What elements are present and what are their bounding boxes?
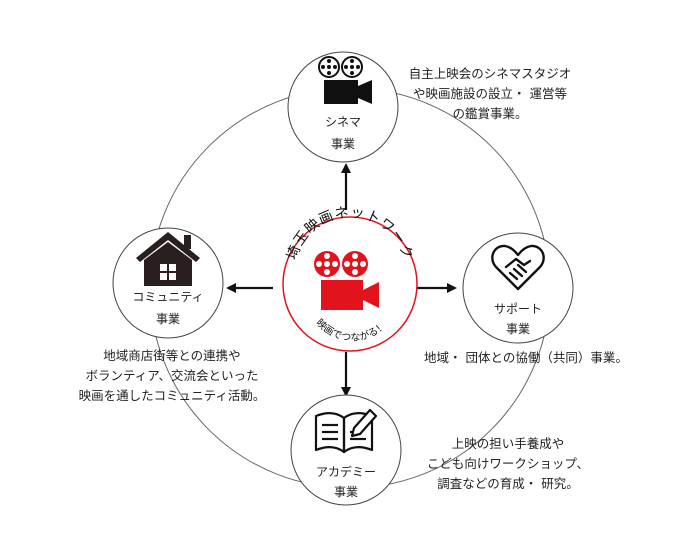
- cinema-label: シネマ 事業: [303, 113, 383, 153]
- support-suffix: 事業: [505, 322, 530, 336]
- community-name: コミュニティ: [132, 290, 204, 304]
- academy-suffix: 事業: [333, 485, 358, 499]
- support-name: サポート: [493, 302, 542, 316]
- cinema-description: 自主上映会のシネマスタジオ や映画施設の設立・ 運営等 の鑑賞事業。: [390, 64, 590, 124]
- academy-desc-line: こども向けワークショップ、: [426, 456, 590, 471]
- cinema-desc-line: 自主上映会のシネマスタジオ: [408, 66, 572, 81]
- community-desc-line: ボランティア、交流会といった: [85, 368, 259, 383]
- community-suffix: 事業: [155, 312, 180, 326]
- community-desc-line: 映画を通したコミュニティ活動。: [78, 388, 266, 403]
- book-pencil-icon: [314, 408, 378, 454]
- academy-label: アカデミー 事業: [300, 463, 392, 501]
- red-film-camera-icon: [314, 251, 379, 310]
- support-description: 地域・ 団体との協働（共同）事業。: [424, 348, 628, 368]
- cinema-node: [287, 51, 399, 163]
- community-desc-line: 地域商店街等との連携や: [103, 348, 241, 363]
- community-description: 地域商店街等との連携や ボランティア、交流会といった 映画を通したコミュニティ活…: [56, 346, 288, 406]
- cinema-suffix: 事業: [330, 137, 355, 151]
- house-icon: [136, 232, 200, 286]
- community-label: コミュニティ 事業: [118, 288, 218, 328]
- academy-name: アカデミー: [315, 465, 376, 479]
- academy-desc-line: 上映の担い手養成や: [451, 436, 565, 451]
- cinema-name: シネマ: [324, 115, 361, 129]
- cinema-desc-line: の鑑賞事業。: [452, 106, 528, 121]
- support-desc-line: 地域・ 団体との協働（共同）事業。: [424, 350, 628, 365]
- film-camera-icon: [318, 56, 372, 104]
- academy-desc-line: 調査などの育成・ 研究。: [437, 476, 579, 491]
- academy-description: 上映の担い手養成や こども向けワークショップ、 調査などの育成・ 研究。: [408, 434, 608, 494]
- support-label: サポート 事業: [478, 300, 558, 338]
- heart-handshake-icon: [491, 244, 545, 291]
- cinema-desc-line: や映画施設の設立・ 運営等: [413, 86, 567, 101]
